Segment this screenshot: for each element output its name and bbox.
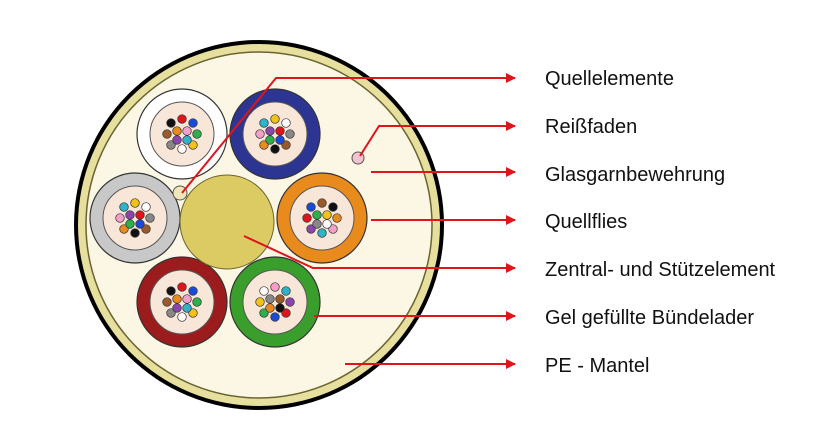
label-zentral-und-stuetzelement: Zentral- und Stützelement	[545, 259, 776, 281]
optical-fiber	[182, 294, 192, 304]
optical-fiber	[281, 140, 291, 150]
optical-fiber	[192, 129, 202, 139]
optical-fiber	[166, 286, 176, 296]
optical-fiber	[125, 219, 135, 229]
optical-fiber	[255, 297, 265, 307]
optical-fiber	[259, 118, 269, 128]
optical-fiber	[281, 286, 291, 296]
optical-fiber	[141, 224, 151, 234]
optical-fiber	[259, 140, 269, 150]
optical-fiber	[166, 308, 176, 318]
optical-fiber	[177, 282, 187, 292]
label-quellelemente: Quellelemente	[545, 68, 674, 90]
optical-fiber	[135, 210, 145, 220]
optical-fiber	[275, 126, 285, 136]
tube-gel-core	[242, 269, 308, 335]
optical-fiber	[312, 219, 322, 229]
optical-fiber	[177, 312, 187, 322]
optical-fiber	[188, 140, 198, 150]
optical-fiber	[265, 294, 275, 304]
optical-fiber	[332, 213, 342, 223]
optical-fiber	[119, 224, 129, 234]
leader-line-quellelemente	[181, 73, 516, 194]
optical-fiber	[259, 308, 269, 318]
optical-fiber	[281, 308, 291, 318]
optical-fiber	[125, 210, 135, 220]
optical-fiber	[172, 135, 182, 145]
label-glasgarnbewehrung: Glasgarnbewehrung	[545, 164, 725, 186]
optical-fiber	[192, 297, 202, 307]
optical-fiber	[172, 126, 182, 136]
optical-fiber	[188, 118, 198, 128]
optical-fiber	[172, 294, 182, 304]
optical-fiber	[270, 114, 280, 124]
optical-fiber	[188, 308, 198, 318]
tube-gel-core	[289, 185, 355, 251]
tube-gel-core	[102, 185, 168, 251]
labels: Quellelemente Reißfaden Glasgarnbewehrun…	[545, 68, 776, 377]
optical-fiber	[322, 210, 332, 220]
optical-fiber	[275, 303, 285, 313]
optical-fiber	[115, 213, 125, 223]
optical-fiber	[306, 224, 316, 234]
central-strength-element	[179, 174, 275, 270]
label-pe-mantel: PE - Mantel	[545, 355, 649, 377]
optical-fiber	[135, 219, 145, 229]
optical-fiber	[285, 129, 295, 139]
tube-gel-core	[149, 101, 215, 167]
optical-fiber	[177, 144, 187, 154]
loose-tubes-group	[89, 88, 368, 348]
label-gel-gefuellte-buendelader: Gel gefüllte Bündelader	[545, 307, 754, 329]
tube-gel-core	[242, 101, 308, 167]
optical-fiber	[177, 114, 187, 124]
optical-fiber	[259, 286, 269, 296]
optical-fiber	[328, 202, 338, 212]
optical-fiber	[265, 126, 275, 136]
optical-fiber	[270, 282, 280, 292]
optical-fiber	[166, 118, 176, 128]
optical-fiber	[312, 210, 322, 220]
optical-fiber	[119, 202, 129, 212]
optical-fiber	[265, 135, 275, 145]
optical-fiber	[317, 198, 327, 208]
optical-fiber	[255, 129, 265, 139]
optical-fiber	[275, 135, 285, 145]
optical-fiber	[141, 202, 151, 212]
leader-line-reissfaden	[359, 121, 516, 157]
cable-cross-section	[74, 40, 444, 410]
optical-fiber	[145, 213, 155, 223]
optical-fiber	[182, 126, 192, 136]
label-quellflies: Quellflies	[545, 211, 627, 233]
optical-fiber	[270, 144, 280, 154]
optical-fiber	[317, 228, 327, 238]
optical-fiber	[182, 135, 192, 145]
leader-line-zentralelement	[243, 235, 516, 273]
tube-gel-core	[149, 269, 215, 335]
optical-fiber	[265, 303, 275, 313]
optical-fiber	[182, 303, 192, 313]
optical-fiber	[322, 219, 332, 229]
optical-fiber	[285, 297, 295, 307]
label-reissfaden: Reißfaden	[545, 116, 637, 138]
optical-fiber	[130, 228, 140, 238]
optical-fiber	[188, 286, 198, 296]
swelling-element-small	[172, 185, 188, 201]
optical-fiber	[275, 294, 285, 304]
optical-fiber	[302, 213, 312, 223]
optical-fiber	[172, 303, 182, 313]
optical-fiber	[130, 198, 140, 208]
optical-fiber	[306, 202, 316, 212]
leader-lines	[181, 73, 516, 369]
optical-fiber	[328, 224, 338, 234]
optical-fiber	[270, 312, 280, 322]
optical-fiber	[162, 297, 172, 307]
optical-fiber	[166, 140, 176, 150]
optical-fiber	[162, 129, 172, 139]
optical-fiber	[281, 118, 291, 128]
